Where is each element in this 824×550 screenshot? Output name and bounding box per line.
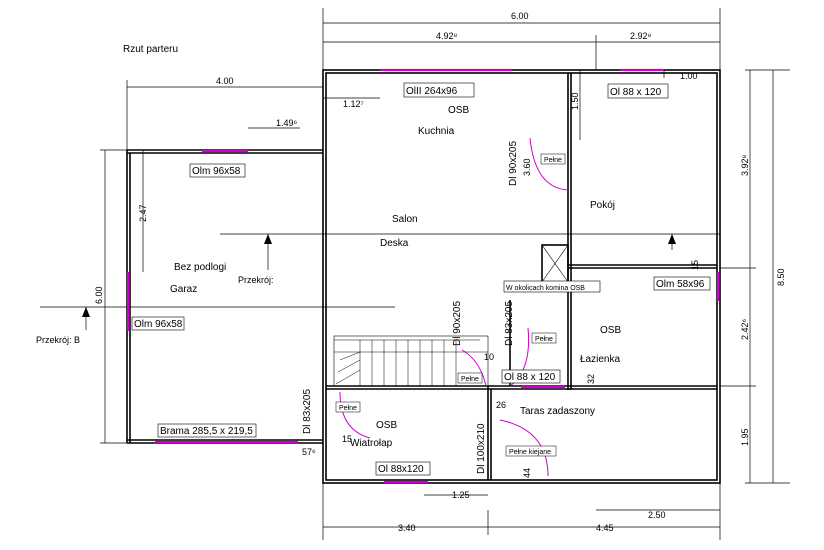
room-wiatrolap: Wiatrołap [350, 438, 393, 449]
window-ol-88x120-mid: Ol 88 x 120 [504, 372, 556, 383]
section-mark-label: Przekrój: [238, 275, 274, 285]
door-dl-100x210: Dl 100x210 [476, 423, 487, 474]
stair-treads [335, 340, 457, 386]
section-mark-b: Przekrój: B [36, 335, 80, 345]
dim-26: 26 [496, 400, 506, 410]
room-lazienka: Łazienka [580, 354, 620, 365]
dim-392: 3.92⁸ [740, 154, 750, 176]
dim-112: 1.12⁷ [343, 99, 364, 109]
door-dl-90x205-top: Dl 90x205 [508, 141, 519, 186]
dim-360: 3.60 [522, 158, 532, 176]
dim-247: 2.47 [138, 204, 148, 222]
door-dl-83x205-entry: Dl 83x205 [302, 389, 313, 434]
dim-445: 4.45 [596, 523, 614, 533]
dim-340: 3.40 [398, 523, 416, 533]
room-osb-bath: OSB [600, 325, 621, 336]
dim-150: 1.50 [570, 92, 580, 110]
dim-492: 4.92⁸ [436, 31, 458, 41]
room-salon: Salon [392, 214, 418, 225]
dim-10: 10 [484, 352, 494, 362]
dim-149: 1.49⁶ [276, 118, 298, 128]
window-olll: OlII 264x96 [406, 86, 458, 97]
door-type-pelne-2: Pełne [535, 336, 553, 343]
dim-250: 2.50 [648, 510, 666, 520]
window-ol-88x120-bottom: Ol 88x120 [378, 464, 424, 475]
dim-600-left: 6.00 [94, 286, 104, 304]
chimney-cross [541, 244, 569, 283]
dim-total-width-top: 6.00 [511, 11, 529, 21]
dim-292: 2.92⁸ [630, 31, 652, 41]
door-type-pelne-3: Pełne [339, 405, 357, 412]
door-dl-90x205-stair: Dl 90x205 [452, 301, 463, 346]
dim-44: 44 [522, 468, 532, 478]
room-osb-entry: OSB [376, 420, 397, 431]
door-dl-83x205-bath: Dl 83x205 [504, 301, 515, 346]
section-arrows [82, 234, 676, 317]
dim-57: 57⁶ [302, 447, 316, 457]
door-type-pelne-kiejane: Pełne kiejane [509, 449, 551, 456]
dim-195: 1.95 [740, 428, 750, 446]
window-olm-96x58-left: Olm 96x58 [134, 319, 183, 330]
room-osb-kitchen: OSB [448, 105, 469, 116]
plan-title: Rzut parteru [123, 44, 178, 55]
room-garaz: Garaz [170, 284, 197, 295]
label-boxes [131, 82, 711, 476]
window-olm-96x58-top: Olm 96x58 [192, 166, 241, 177]
room-bez-podlogi: Bez podlogi [174, 262, 226, 273]
dim-400: 4.00 [216, 76, 234, 86]
door-type-pelne-4: Pełne [461, 376, 479, 383]
room-deska: Deska [380, 238, 409, 249]
dim-15b: 15 [342, 434, 352, 444]
room-pokoj: Pokój [590, 200, 615, 211]
dimension-lines [40, 8, 790, 540]
dim-242: 2.42⁶ [740, 318, 750, 340]
door-type-pelne-1: Pełne [544, 157, 562, 164]
dim-32: 32 [586, 374, 596, 384]
dim-15: 15 [690, 260, 700, 270]
dim-850: 8.50 [776, 268, 786, 286]
window-ol-88x120-top: Ol 88 x 120 [610, 87, 662, 98]
window-olm-58x96: Olm 58x96 [656, 279, 705, 290]
chimney-note: W okolicach komina OSB [506, 285, 585, 292]
door-type-boxes [335, 153, 566, 457]
gate-brama: Brama 285,5 x 219,5 [160, 426, 253, 437]
dim-125: 1.25 [452, 490, 470, 500]
openings [126, 68, 720, 484]
dim-100: 1.00 [680, 71, 698, 81]
room-taras: Taras zadaszony [520, 406, 595, 417]
room-kuchnia: Kuchnia [418, 126, 455, 137]
